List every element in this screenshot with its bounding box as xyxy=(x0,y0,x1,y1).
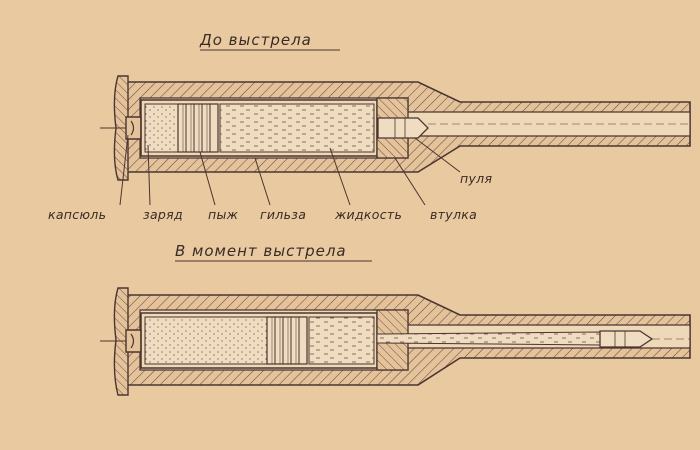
before-shot-drawing: До выстрела xyxy=(48,31,691,222)
during-shot-title: В момент выстрела xyxy=(175,242,347,260)
label-primer: капсюль xyxy=(48,207,106,222)
wad xyxy=(177,103,219,153)
label-wad: пыж xyxy=(208,207,239,222)
bullet-2 xyxy=(599,330,654,348)
label-charge: заряд xyxy=(143,207,183,222)
during-shot-drawing: В момент выстрела xyxy=(100,242,691,396)
charge xyxy=(144,103,179,153)
bullet xyxy=(377,117,429,139)
liquid-2 xyxy=(308,316,375,365)
liquid-jet xyxy=(376,331,601,346)
label-bushing: втулка xyxy=(430,207,477,222)
charge-2 xyxy=(144,316,268,365)
label-bullet: пуля xyxy=(460,171,492,186)
wad-2 xyxy=(266,316,308,365)
label-liquid: жидкость xyxy=(334,207,402,222)
leader-lines xyxy=(119,134,461,206)
primer xyxy=(100,116,142,140)
label-case: гильза xyxy=(260,207,306,222)
liquid xyxy=(219,103,375,153)
before-shot-title: До выстрела xyxy=(199,31,312,49)
